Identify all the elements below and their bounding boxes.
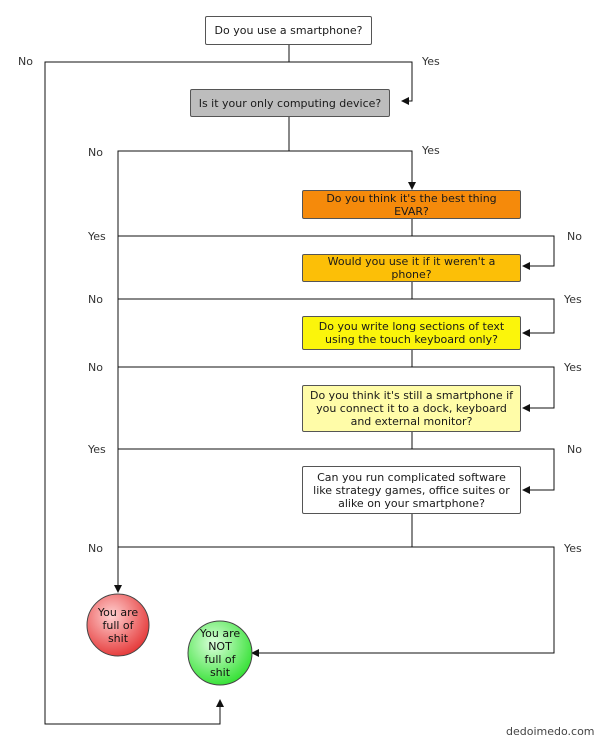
q1-no-line <box>44 61 289 725</box>
credit-text: dedoimedo.com <box>506 725 595 738</box>
outcome-not-full-label: You are NOT full of shit <box>188 621 252 685</box>
q3-no-label: No <box>567 230 582 243</box>
q3-yes-label: Yes <box>88 230 106 243</box>
q3-box: Do you think it's the best thing EVAR? <box>302 190 521 219</box>
q6-box: Do you think it's still a smartphone if … <box>302 385 521 432</box>
q2-text: Is it your only computing device? <box>198 96 382 110</box>
outcome-not-full-text: You are NOT full of shit <box>199 627 241 679</box>
q5-box: Do you write long sections of text using… <box>302 316 521 350</box>
outcome-not-full-circle <box>187 620 253 686</box>
q4-yes-label: Yes <box>564 293 582 306</box>
q2-box: Is it your only computing device? <box>190 89 390 117</box>
q3-text: Do you think it's the best thing EVAR? <box>326 191 497 218</box>
q6-line <box>118 432 555 490</box>
q1-yes-label: Yes <box>422 55 440 68</box>
q2-no-line <box>114 150 289 593</box>
outcome-full-label: You are full of shit <box>87 594 149 656</box>
q2-no-label: No <box>88 146 103 159</box>
q6-yes-label: Yes <box>88 443 106 456</box>
q5-yes-label: Yes <box>564 361 582 374</box>
q7-line <box>118 514 555 653</box>
q2-yes-label: Yes <box>422 144 440 157</box>
q7-yes-label: Yes <box>564 542 582 555</box>
q1-no-label: No <box>18 55 33 68</box>
q6-no-label: No <box>567 443 582 456</box>
q7-box: Can you run complicated software like st… <box>302 466 521 514</box>
q4-no-label: No <box>88 293 103 306</box>
outcome-full-circle <box>86 593 150 657</box>
q7-no-label: No <box>88 542 103 555</box>
q5-line <box>118 350 555 408</box>
q2-yes-line <box>289 150 416 190</box>
q3-line <box>118 219 555 266</box>
q4-line <box>118 282 555 333</box>
q7-text: Can you run complicated software like st… <box>313 470 510 510</box>
q1-text: Do you use a smartphone? <box>214 24 363 37</box>
q4-box: Would you use it if it weren't a phone? <box>302 254 521 282</box>
q5-no-label: No <box>88 361 103 374</box>
outcome-full-text: You are full of shit <box>97 605 139 645</box>
q5-text: Do you write long sections of text using… <box>318 320 505 346</box>
q4-text: Would you use it if it weren't a phone? <box>327 255 496 281</box>
q6-text: Do you think it's still a smartphone if … <box>309 389 514 428</box>
q1-yes-line <box>289 61 413 105</box>
q1-box: Do you use a smartphone? <box>205 16 372 45</box>
